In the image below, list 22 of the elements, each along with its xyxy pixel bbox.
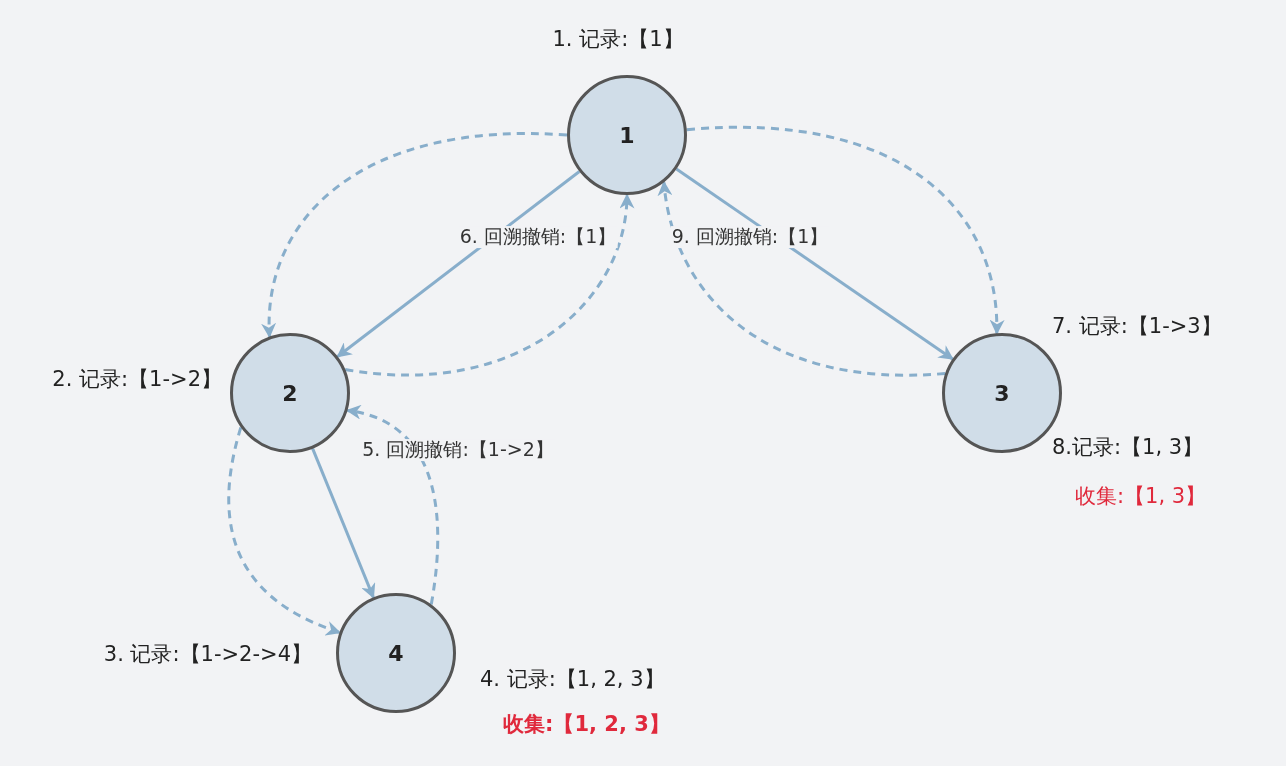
step-caption: 3. 记录:【1->2->4】 — [103, 642, 312, 668]
arrow — [311, 448, 376, 599]
node-number: 3 — [994, 380, 1010, 406]
dashed-arrow — [345, 405, 440, 605]
dashed-arrow — [262, 132, 568, 339]
step-caption: 4. 记录:【1, 2, 3】 — [480, 667, 665, 693]
arrow — [336, 170, 581, 358]
node-number: 4 — [388, 640, 404, 666]
edge-label: 6. 回溯撤销:【1】 — [458, 226, 618, 248]
node-number: 1 — [619, 122, 635, 148]
step-caption: 2. 记录:【1->2】 — [52, 367, 222, 393]
arrow — [675, 167, 954, 361]
dashed-arrow — [345, 193, 634, 376]
result-text: 收集:【1, 2, 3】 — [503, 712, 670, 738]
dashed-arrow — [686, 125, 1004, 335]
node-number: 2 — [282, 380, 298, 406]
step-caption: 1. 记录:【1】 — [552, 27, 684, 53]
step-caption: 7. 记录:【1->3】 — [1052, 314, 1222, 340]
result-text: 收集:【1, 3】 — [1075, 484, 1207, 510]
dashed-arrow — [658, 180, 946, 377]
dashed-arrow — [227, 427, 342, 635]
step-caption: 8.记录:【1, 3】 — [1052, 435, 1204, 461]
